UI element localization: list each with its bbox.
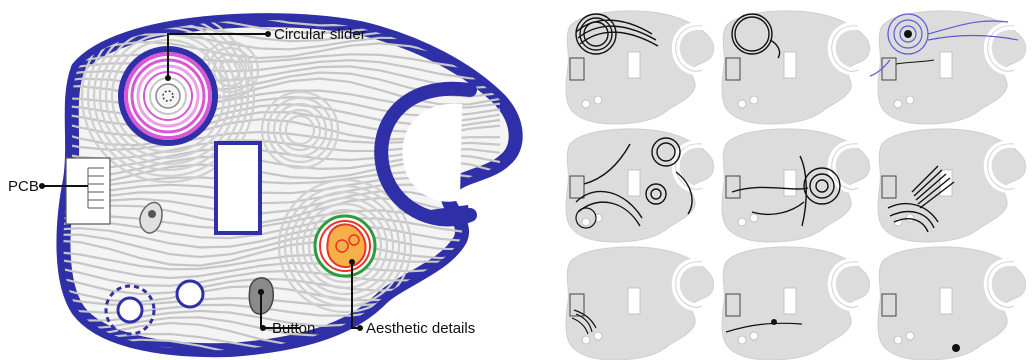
thumbnail-3 [870, 11, 1026, 124]
pickup-rectangle [216, 143, 260, 233]
callout-label-button: Button [272, 320, 315, 337]
main-guitar: Circular slider PCB Button Aesthetic det… [8, 10, 516, 360]
callout-label-pcb: PCB [8, 178, 39, 195]
contour-line [50, 353, 500, 360]
callout-label-circular-slider: Circular slider [274, 26, 366, 43]
thumbnail-5 [722, 129, 870, 242]
callout-label-aesthetic-details: Aesthetic details [366, 320, 475, 337]
aesthetic-details [315, 216, 375, 276]
thumbnail-6 [878, 129, 1026, 242]
thumbnail-4 [566, 129, 714, 242]
thumbnail-2 [722, 11, 870, 124]
thumbnail-8 [722, 247, 870, 360]
thumbnail-grid [566, 11, 1026, 360]
thumbnail-9 [878, 247, 1026, 360]
thumbnail-7 [566, 247, 714, 360]
thumbnail-1 [566, 11, 714, 124]
